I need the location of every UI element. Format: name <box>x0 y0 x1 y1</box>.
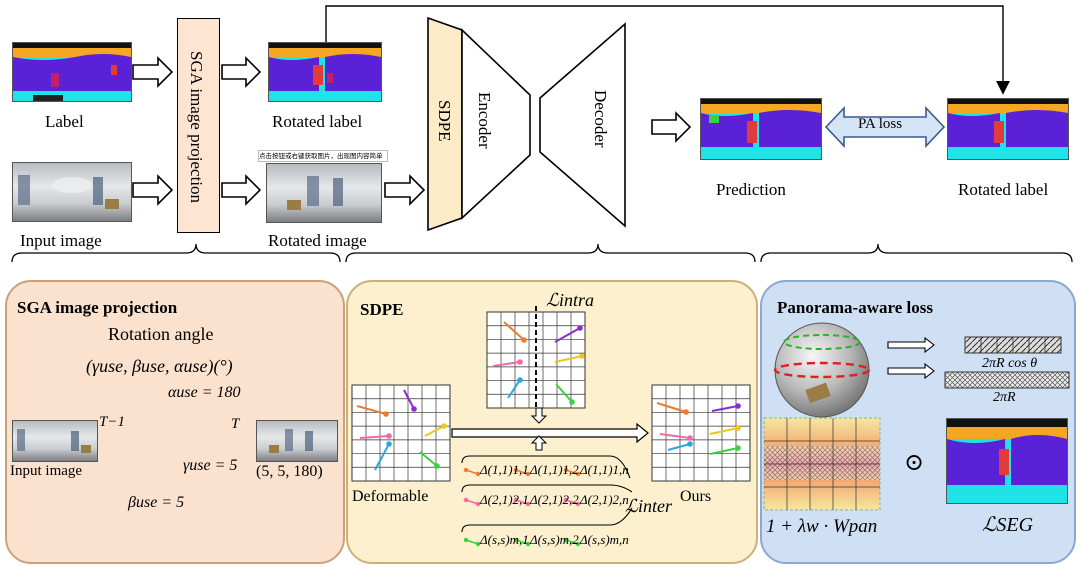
delta-cell: Δ(s,s)m,2 <box>530 532 579 547</box>
tooltip: 点击按钮或右键获取图片，出现图内容简单 <box>258 150 388 162</box>
rotation-angle-label: Rotation angle <box>108 324 214 344</box>
pa-loss-label: PA loss <box>858 116 903 132</box>
sga-panel-title: SGA image projection <box>17 298 178 317</box>
delta-sample <box>563 537 581 547</box>
delta-cell: Δ(s,s)m,n <box>580 532 629 547</box>
delta-cell: Δ(2,1)2,n <box>580 492 629 507</box>
result-tuple-label: (5, 5, 180) <box>256 463 323 480</box>
l-inter-label: ℒinter <box>625 496 672 516</box>
r-strip-label: 2πR <box>993 390 1016 405</box>
delta-sample <box>563 467 581 477</box>
prediction-image <box>700 98 822 160</box>
arrow-right <box>887 336 935 380</box>
delta-cell: Δ(s,s)m,1 <box>480 532 529 547</box>
t-label: T <box>231 416 240 432</box>
block-arrow <box>132 56 946 206</box>
up-arrow <box>530 435 548 451</box>
delta-cell: Δ(2,1)2,1 <box>480 492 529 507</box>
down-arrow <box>530 407 548 424</box>
ours-grid <box>651 384 751 482</box>
decoder-block <box>539 22 626 228</box>
t-inverse-label: T−1 <box>99 414 125 430</box>
weight-map <box>763 417 881 511</box>
delta-sample <box>513 467 531 477</box>
rotated-label-image-2 <box>947 98 1069 160</box>
delta-sample <box>463 537 481 547</box>
skip-connection-line <box>325 5 1010 95</box>
cos-strip-label: 2πR cos θ <box>982 356 1038 371</box>
block-arrow <box>451 422 649 444</box>
delta-sample <box>563 497 581 507</box>
angle-tuple-label: (γuse, βuse, αuse)(°) <box>86 356 233 376</box>
rotated-label-image <box>268 42 382 102</box>
delta-cell: Δ(1,1)1,n <box>580 462 629 477</box>
delta-sample <box>463 497 481 507</box>
sga-projection-box: SGA image projection <box>177 18 220 233</box>
encoder-label: Encoder <box>475 92 494 149</box>
pa-panel-title: Panorama-aware loss <box>777 298 933 317</box>
rotated-label-caption-2: Rotated label <box>958 180 1049 199</box>
rotated-image-caption: Rotated image <box>268 231 367 250</box>
delta-sample <box>513 497 531 507</box>
prediction-caption: Prediction <box>716 180 786 199</box>
rotated-label-caption: Rotated label <box>272 112 363 131</box>
weight-formula: 1 + λw · Wpan <box>766 516 878 537</box>
sga-projection-box-label: SGA image projection <box>187 50 206 204</box>
rotated-image <box>266 163 382 223</box>
encoder-block <box>461 28 531 220</box>
l-intra-label: ℒintra <box>546 290 594 310</box>
input-image <box>12 162 132 222</box>
ours-label: Ours <box>680 488 712 505</box>
sdpe-panel-title: SDPE <box>360 300 404 319</box>
l-seg-label: ℒSEG <box>982 514 1034 536</box>
decoder-label: Decoder <box>591 90 610 148</box>
delta-cell: Δ(1,1)1,1 <box>480 462 529 477</box>
sga-input-image-caption: Input image <box>10 463 83 479</box>
panorama-sphere <box>773 322 871 418</box>
seg-label-image <box>946 418 1068 504</box>
deformable-grid <box>351 384 451 482</box>
intra-grid <box>486 306 586 409</box>
sga-input-image <box>12 420 98 462</box>
delta-cell: Δ(1,1)1,2 <box>530 462 579 477</box>
beta-label: βuse = 5 <box>128 494 185 511</box>
delta-sample <box>513 537 531 547</box>
odot-symbol: ⊙ <box>904 450 925 476</box>
gamma-label: γuse = 5 <box>183 457 238 474</box>
delta-bracket <box>461 455 633 533</box>
input-image-caption: Input image <box>20 231 102 250</box>
r-strip <box>944 371 1070 389</box>
brace <box>11 243 1073 263</box>
label-caption: Label <box>45 112 84 131</box>
label-image <box>12 42 132 102</box>
sga-output-image <box>256 420 338 462</box>
sdpe-label: SDPE <box>435 100 454 142</box>
delta-sample <box>463 467 481 477</box>
alpha-label: αuse = 180 <box>168 384 241 401</box>
delta-cell: Δ(2,1)2,2 <box>530 492 579 507</box>
deformable-label: Deformable <box>352 488 429 505</box>
